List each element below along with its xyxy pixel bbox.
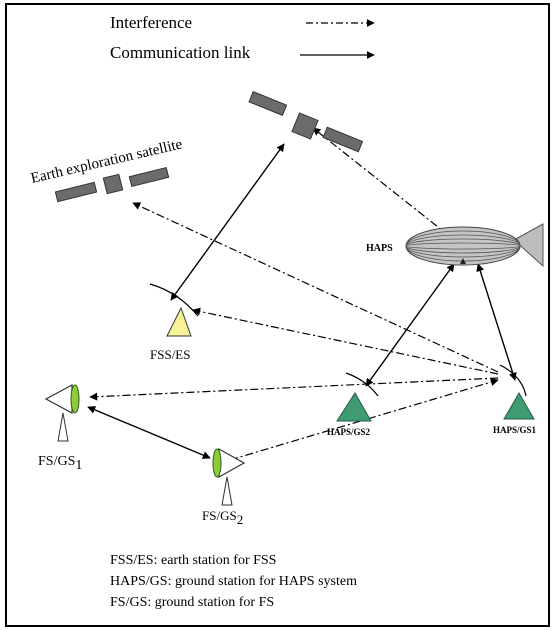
- satellite-upper-panel-right: [322, 126, 364, 153]
- satellite-upper-panel-left: [248, 90, 288, 116]
- haps-label: HAPS: [366, 243, 393, 254]
- fs-gs2-dish: [212, 448, 222, 478]
- haps-gs1-triangle: [503, 391, 535, 420]
- note-haps-gs: HAPS/GS: ground station for HAPS system: [110, 574, 357, 589]
- haps-gs1-label: HAPS/GS1: [493, 425, 537, 435]
- satellite-upper: [248, 90, 364, 153]
- fss-es-triangle: [166, 306, 192, 337]
- legend: Interference Communication link: [110, 13, 375, 62]
- fs-gs2-horn: [218, 447, 246, 479]
- haps-gs1-station: HAPS/GS1: [493, 364, 537, 435]
- fs-gs1-horn: [44, 383, 73, 415]
- eess-body: [102, 173, 124, 195]
- fs-gs2-mast: [221, 476, 233, 506]
- eess-panel-left: [54, 181, 98, 203]
- fs-gs1-station: FS/GS1: [38, 383, 82, 473]
- fs-gs1-dish: [70, 384, 80, 414]
- link-haps-gs2: [365, 263, 455, 387]
- fs-gs1-label: FS/GS1: [38, 454, 82, 473]
- fs-gs2-station: FS/GS2: [202, 447, 246, 527]
- communication-links: [87, 143, 517, 459]
- haps-gs2-triangle: [336, 392, 372, 422]
- note-fs-gs: FS/GS: ground station for FS: [110, 595, 274, 610]
- haps-gondola: [460, 258, 466, 264]
- eess-panel-right: [128, 166, 170, 188]
- satellite-upper-body: [291, 112, 319, 140]
- interference-gs1-to-fs-gs1: [89, 377, 499, 401]
- fss-es-station: FSS/ES: [149, 283, 199, 362]
- note-fss-es: FSS/ES: earth station for FSS: [110, 553, 276, 568]
- fs-gs1-mast: [57, 412, 69, 442]
- link-fs-gs1-gs2: [87, 406, 211, 459]
- earth-exploration-satellite: Earth exploration satellite: [29, 136, 184, 203]
- legend-interference-label: Interference: [110, 13, 192, 32]
- link-haps-gs1: [476, 263, 517, 381]
- haps-gs2-dish: [345, 372, 379, 397]
- frame-border: [5, 3, 550, 627]
- legend-communication-label: Communication link: [110, 43, 251, 62]
- haps-gs1-dish: [499, 364, 527, 397]
- fss-es-label: FSS/ES: [150, 347, 190, 362]
- link-satellite-fss-es: [170, 143, 285, 301]
- haps-gs2-label: HAPS/GS2: [327, 427, 371, 437]
- notes: FSS/ES: earth station for FSS HAPS/GS: g…: [110, 553, 357, 610]
- interference-gs1-to-fss-es: [192, 307, 499, 375]
- haps-gs2-station: HAPS/GS2: [327, 372, 379, 437]
- fs-gs2-label: FS/GS2: [202, 508, 243, 527]
- interference-gs1-to-earth-sat: [132, 202, 499, 373]
- haps-tail: [513, 223, 544, 268]
- haps-airship: HAPS: [366, 223, 544, 268]
- fss-es-dish: [149, 283, 199, 317]
